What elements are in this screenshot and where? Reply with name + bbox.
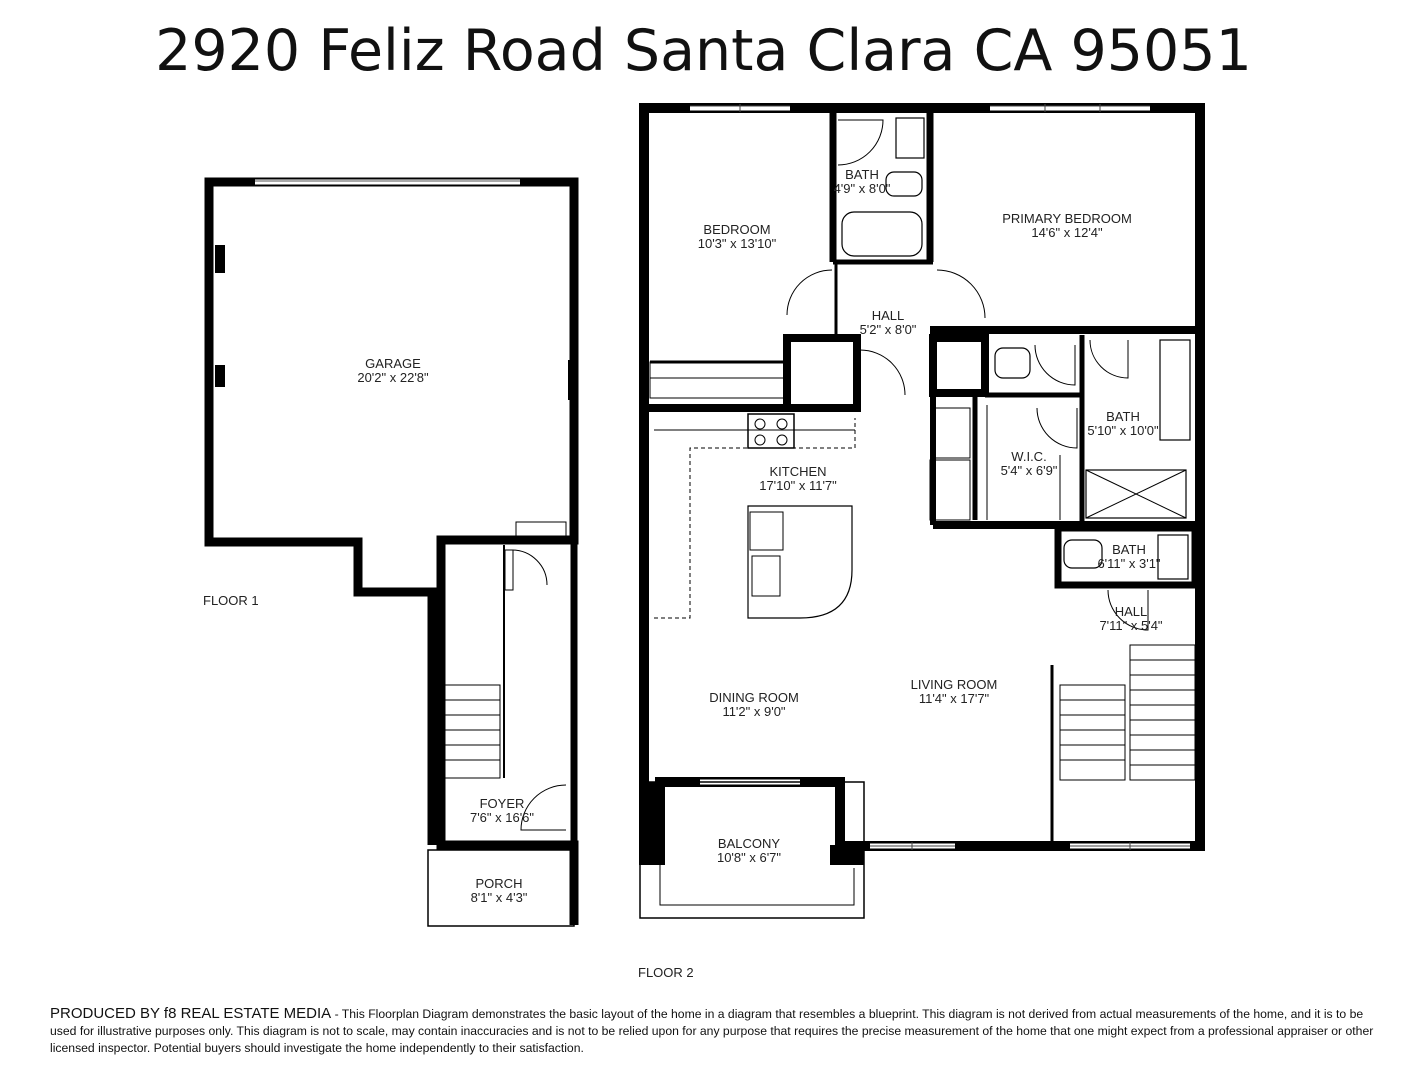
floor-2-plan — [639, 103, 1205, 919]
floor-1-plan — [204, 177, 579, 927]
disclaimer-text: - This Floorplan Diagram demonstrates th… — [50, 1007, 1374, 1055]
room-wic: W.I.C.5'4" x 6'9" — [1000, 449, 1058, 478]
disclaimer: PRODUCED BY f8 REAL ESTATE MEDIA - This … — [50, 1005, 1380, 1057]
floor-1-label: FLOOR 1 — [203, 593, 259, 608]
living-room-stairs — [1059, 644, 1196, 781]
kitchen-counter — [654, 418, 856, 619]
page-title: 2920 Feliz Road Santa Clara CA 95051 — [155, 18, 1252, 84]
foyer-stairs — [436, 684, 501, 779]
foyer-walls — [436, 545, 579, 925]
kitchen-island — [747, 505, 853, 619]
producer-credit: PRODUCED BY f8 REAL ESTATE MEDIA — [50, 1005, 332, 1022]
floor-2-label: FLOOR 2 — [638, 965, 694, 980]
garage-walls — [204, 177, 579, 597]
